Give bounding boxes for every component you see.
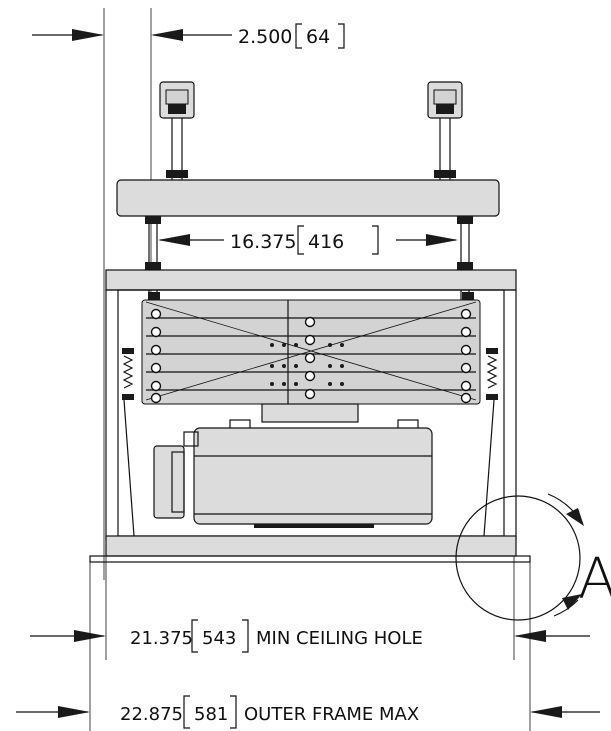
bracket-open (183, 695, 190, 729)
dimension-ceiling-hole: 21.375 543 MIN CEILING HOLE (30, 556, 590, 660)
bracket-close (338, 23, 345, 49)
dim-outer-metric: 581 (194, 704, 228, 725)
frame-bottom (105, 535, 517, 557)
scissor-mechanism (122, 292, 498, 405)
dim-ceiling-value: 21.375 (130, 628, 193, 649)
arrowhead (72, 29, 104, 41)
dim-ceiling-note: MIN CEILING HOLE (256, 628, 423, 649)
mount-bracket-left (159, 81, 195, 180)
bracket-open (295, 23, 302, 49)
arrowhead (151, 29, 183, 41)
mount-bracket-right (427, 81, 463, 180)
trim-flange (89, 555, 531, 563)
frame-top (105, 269, 517, 291)
bracket-open (297, 225, 304, 255)
bracket-close (372, 225, 379, 255)
projector-body (193, 427, 433, 525)
bracket-close (230, 695, 237, 729)
dim-outer-note: OUTER FRAME MAX (244, 704, 419, 725)
spring-right (486, 348, 498, 400)
lift-frame (89, 269, 531, 563)
dim-top-value: 2.500 (238, 26, 292, 48)
dimension-top-offset: 2.500 64 (32, 8, 345, 580)
dim-rod-value: 16.375 (230, 231, 296, 253)
detail-label: A (578, 547, 611, 612)
projector (153, 403, 433, 528)
dim-top-metric: 64 (306, 26, 330, 48)
dim-ceiling-metric: 543 (202, 628, 236, 649)
projector-lens (153, 445, 185, 519)
bracket-close (242, 619, 249, 653)
dim-rod-metric: 416 (308, 231, 344, 253)
dimension-rod-spacing: 16.375 416 (158, 225, 458, 255)
detail-callout: A (455, 493, 611, 621)
dim-outer-value: 22.875 (120, 704, 183, 725)
dimension-outer-frame: 22.875 581 OUTER FRAME MAX (16, 562, 600, 731)
detail-circle (455, 495, 581, 621)
spring-left (122, 348, 134, 400)
bracket-open (191, 619, 198, 653)
top-mounting-plate (116, 179, 500, 217)
